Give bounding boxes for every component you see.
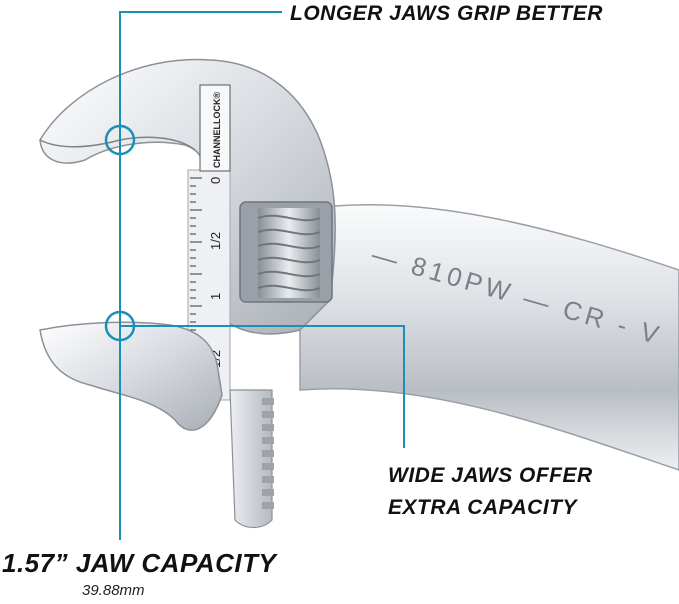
wrench-lower-jaw xyxy=(39,321,223,431)
worm-thread xyxy=(257,228,321,236)
circle-marker-icon xyxy=(104,124,136,156)
rack-tooth xyxy=(262,398,274,405)
leader-wide-jaws xyxy=(120,325,405,448)
worm-gear xyxy=(239,201,333,303)
svg-text:CHANNELLOCK®: CHANNELLOCK® xyxy=(212,92,222,168)
worm-thread xyxy=(257,270,321,278)
callout-wide-jaws-line2: EXTRA CAPACITY xyxy=(388,496,578,519)
callout-wide-jaws: WIDE JAWS OFFER EXTRA CAPACITY xyxy=(388,460,593,524)
scale-label-1: 1 xyxy=(208,293,223,300)
rack-tooth xyxy=(262,489,274,496)
rack-tooth xyxy=(262,411,274,418)
scale-label-0: 0 xyxy=(208,177,223,184)
wrench-handle xyxy=(299,203,679,471)
callout-longer-jaws: LONGER JAWS GRIP BETTER xyxy=(290,2,603,25)
scale-label-half: 1/2 xyxy=(208,232,223,250)
jaw-capacity-metric: 39.88mm xyxy=(82,582,145,599)
callout-jaw-capacity: 1.57” JAW CAPACITY xyxy=(2,548,277,578)
worm-thread xyxy=(257,256,321,264)
rack-tooth xyxy=(262,424,274,431)
rack-tooth xyxy=(262,463,274,470)
worm-thread xyxy=(257,284,321,292)
leader-longer-jaws xyxy=(119,11,282,140)
worm-thread xyxy=(257,214,321,222)
rack-tooth xyxy=(262,437,274,444)
circle-marker-icon xyxy=(104,310,136,342)
rack-tooth xyxy=(262,502,274,509)
rack-tooth xyxy=(262,476,274,483)
brand-logo: CHANNELLOCK® xyxy=(199,84,231,172)
rack-tooth xyxy=(262,450,274,457)
callout-wide-jaws-line1: WIDE JAWS OFFER xyxy=(388,464,593,487)
worm-thread xyxy=(257,242,321,250)
jaw-rack xyxy=(229,389,274,529)
